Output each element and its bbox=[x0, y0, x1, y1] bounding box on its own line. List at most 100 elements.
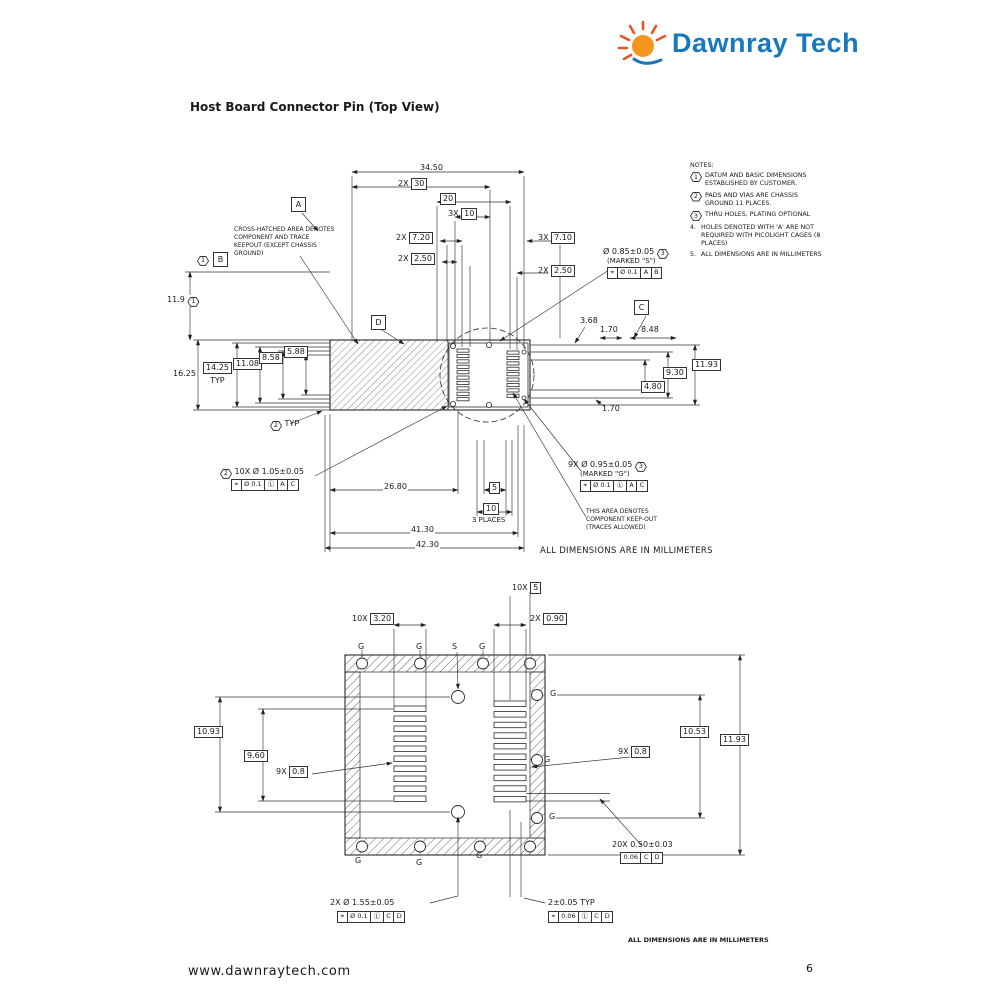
datum-a: A bbox=[291, 197, 306, 212]
brand-name: Dawnray Tech bbox=[672, 27, 860, 58]
dim-3x-7-10: 3X 7.10 bbox=[538, 232, 575, 244]
flag-1-b: 1 bbox=[197, 254, 209, 266]
dim-20x-0-50: 20X 0.50±0.03 bbox=[612, 840, 673, 849]
footer-page-number: 6 bbox=[806, 962, 813, 975]
all-dims-note-top: ALL DIMENSIONS ARE IN MILLIMETERS bbox=[540, 546, 713, 556]
datum-c: C bbox=[634, 300, 649, 315]
dim-11-93: 11.93 bbox=[692, 359, 721, 371]
pad-label-g: G bbox=[479, 642, 486, 651]
dim-8-58: 8.58 bbox=[259, 352, 283, 364]
dimension-lines-top bbox=[185, 169, 700, 552]
sun-icon bbox=[617, 20, 667, 65]
dim-10x-5: 10X 5 bbox=[512, 582, 542, 594]
pad-slots-right bbox=[506, 350, 520, 398]
pad-label-g: G bbox=[355, 856, 362, 865]
dim-9x-0-8-right: 9X 0.8 bbox=[618, 746, 650, 758]
dim-2x-0-90: 2X 0.90 bbox=[530, 613, 567, 625]
all-dims-note-bottom: ALL DIMENSIONS ARE IN MILLIMETERS bbox=[628, 936, 769, 944]
dim-9-30: 9.30 bbox=[663, 367, 687, 379]
pad-label-g: G bbox=[416, 642, 423, 651]
dim-9-60: 9.60 bbox=[244, 750, 268, 762]
dim-11-9: 11.9 1 bbox=[166, 295, 201, 307]
dim-34-50: 34.50 bbox=[420, 163, 443, 172]
chassis-ground-pads bbox=[356, 657, 543, 853]
callout-0-95-holes: 9X Ø 0.95±0.05 3 bbox=[568, 460, 647, 472]
note-flag-icon: 3 bbox=[634, 461, 647, 472]
marked-g-label: (MARKED "G") bbox=[580, 470, 630, 478]
dim-10-box: 10 bbox=[483, 503, 500, 515]
dim-2x-7-20: 2X 7.20 bbox=[396, 232, 433, 244]
component-keepout-note: THIS AREA DENOTES COMPONENT KEEP-OUT (TR… bbox=[586, 508, 657, 532]
dim-2x-2-50-left: 2X 2.50 bbox=[398, 253, 435, 265]
dim-8-48: 8.48 bbox=[641, 325, 659, 334]
pad-slots-left bbox=[456, 348, 470, 402]
places-3-label: 3 PLACES bbox=[472, 516, 506, 524]
callout-1-05-holes: 2 10X Ø 1.05±0.05 bbox=[220, 467, 304, 479]
dim-10x-3-20: 10X 3.20 bbox=[352, 613, 395, 625]
detail-circle bbox=[439, 327, 535, 423]
dim-9x-0-8-left: 9X 0.8 bbox=[276, 766, 308, 778]
pad-rows-right bbox=[493, 700, 527, 803]
dim-5-box: 5 bbox=[489, 482, 501, 494]
pad-rows-left bbox=[393, 705, 427, 802]
note-flag-icon: 2 bbox=[220, 468, 232, 479]
dim-5-88: 5.88 bbox=[284, 346, 308, 358]
pad-label-g: G bbox=[544, 755, 551, 764]
note-flag-icon: 1 bbox=[690, 172, 702, 183]
pad-label-g: G bbox=[358, 642, 365, 651]
pad-label-s: S bbox=[452, 642, 458, 651]
note-item: 4.HOLES DENOTED WITH 'A' ARE NOT REQUIRE… bbox=[690, 223, 821, 248]
dim-1-70-bottom: 1.70 bbox=[602, 404, 620, 413]
dim-16-25: 16.25 bbox=[172, 369, 197, 379]
dim-26-80: 26.80 bbox=[383, 482, 408, 492]
note-flag-icon: 1 bbox=[197, 255, 209, 266]
pad-label-g: G bbox=[549, 689, 558, 699]
datum-b: B bbox=[213, 252, 228, 267]
dim-2x-2-50-right: 2X 2.50 bbox=[538, 265, 575, 277]
marked-s-label: (MARKED "S") bbox=[607, 257, 656, 265]
dim-4-80: 4.80 bbox=[641, 381, 665, 393]
note-flag-icon: 1 bbox=[187, 296, 200, 307]
dim-10-53: 10.53 bbox=[680, 726, 709, 738]
note-flag-icon: 3 bbox=[690, 210, 702, 221]
dim-11-93-bottom: 11.93 bbox=[720, 734, 749, 746]
footer-url: www.dawnraytech.com bbox=[188, 964, 351, 979]
notes-heading: NOTES: bbox=[690, 162, 714, 169]
dim-10-93: 10.93 bbox=[194, 726, 223, 738]
dim-42-30: 42.30 bbox=[415, 540, 440, 550]
dim-41-30: 41.30 bbox=[410, 525, 435, 535]
dim-3-68: 3.68 bbox=[580, 316, 598, 325]
typ-label: TYP bbox=[209, 376, 226, 386]
dim-1-70-top: 1.70 bbox=[600, 325, 618, 334]
dim-2x-30: 2X 30 bbox=[398, 178, 428, 190]
datum-d: D bbox=[371, 315, 386, 330]
brand-logo: Dawnray Tech bbox=[616, 14, 859, 72]
part-top-view bbox=[329, 327, 535, 423]
pad-label-g: G bbox=[416, 858, 423, 867]
pad-label-g: G bbox=[476, 851, 483, 860]
keepout-note: CROSS-HATCHED AREA DENOTES COMPONENT AND… bbox=[234, 226, 335, 258]
dim-2-typ: 2±0.05 TYP bbox=[548, 898, 595, 907]
alignment-holes bbox=[451, 690, 465, 819]
dim-20: 20 bbox=[440, 193, 457, 205]
part-bottom-view bbox=[344, 654, 546, 856]
note-item: 5.ALL DIMENSIONS ARE IN MILLIMETERS bbox=[690, 251, 822, 259]
dim-14-25: 14.25 bbox=[203, 362, 232, 374]
note-flag-icon: 3 bbox=[656, 248, 669, 259]
pad-label-g: G bbox=[548, 812, 557, 822]
dimension-lines-bottom bbox=[215, 592, 745, 904]
page-title: Host Board Connector Pin (Top View) bbox=[190, 100, 440, 114]
dim-2x-1-55: 2X Ø 1.55±0.05 bbox=[330, 898, 395, 907]
dim-3x-10: 3X 10 bbox=[448, 208, 478, 220]
note-flag-icon: 2 bbox=[270, 420, 282, 431]
note-flag-icon: 2 bbox=[690, 191, 702, 202]
